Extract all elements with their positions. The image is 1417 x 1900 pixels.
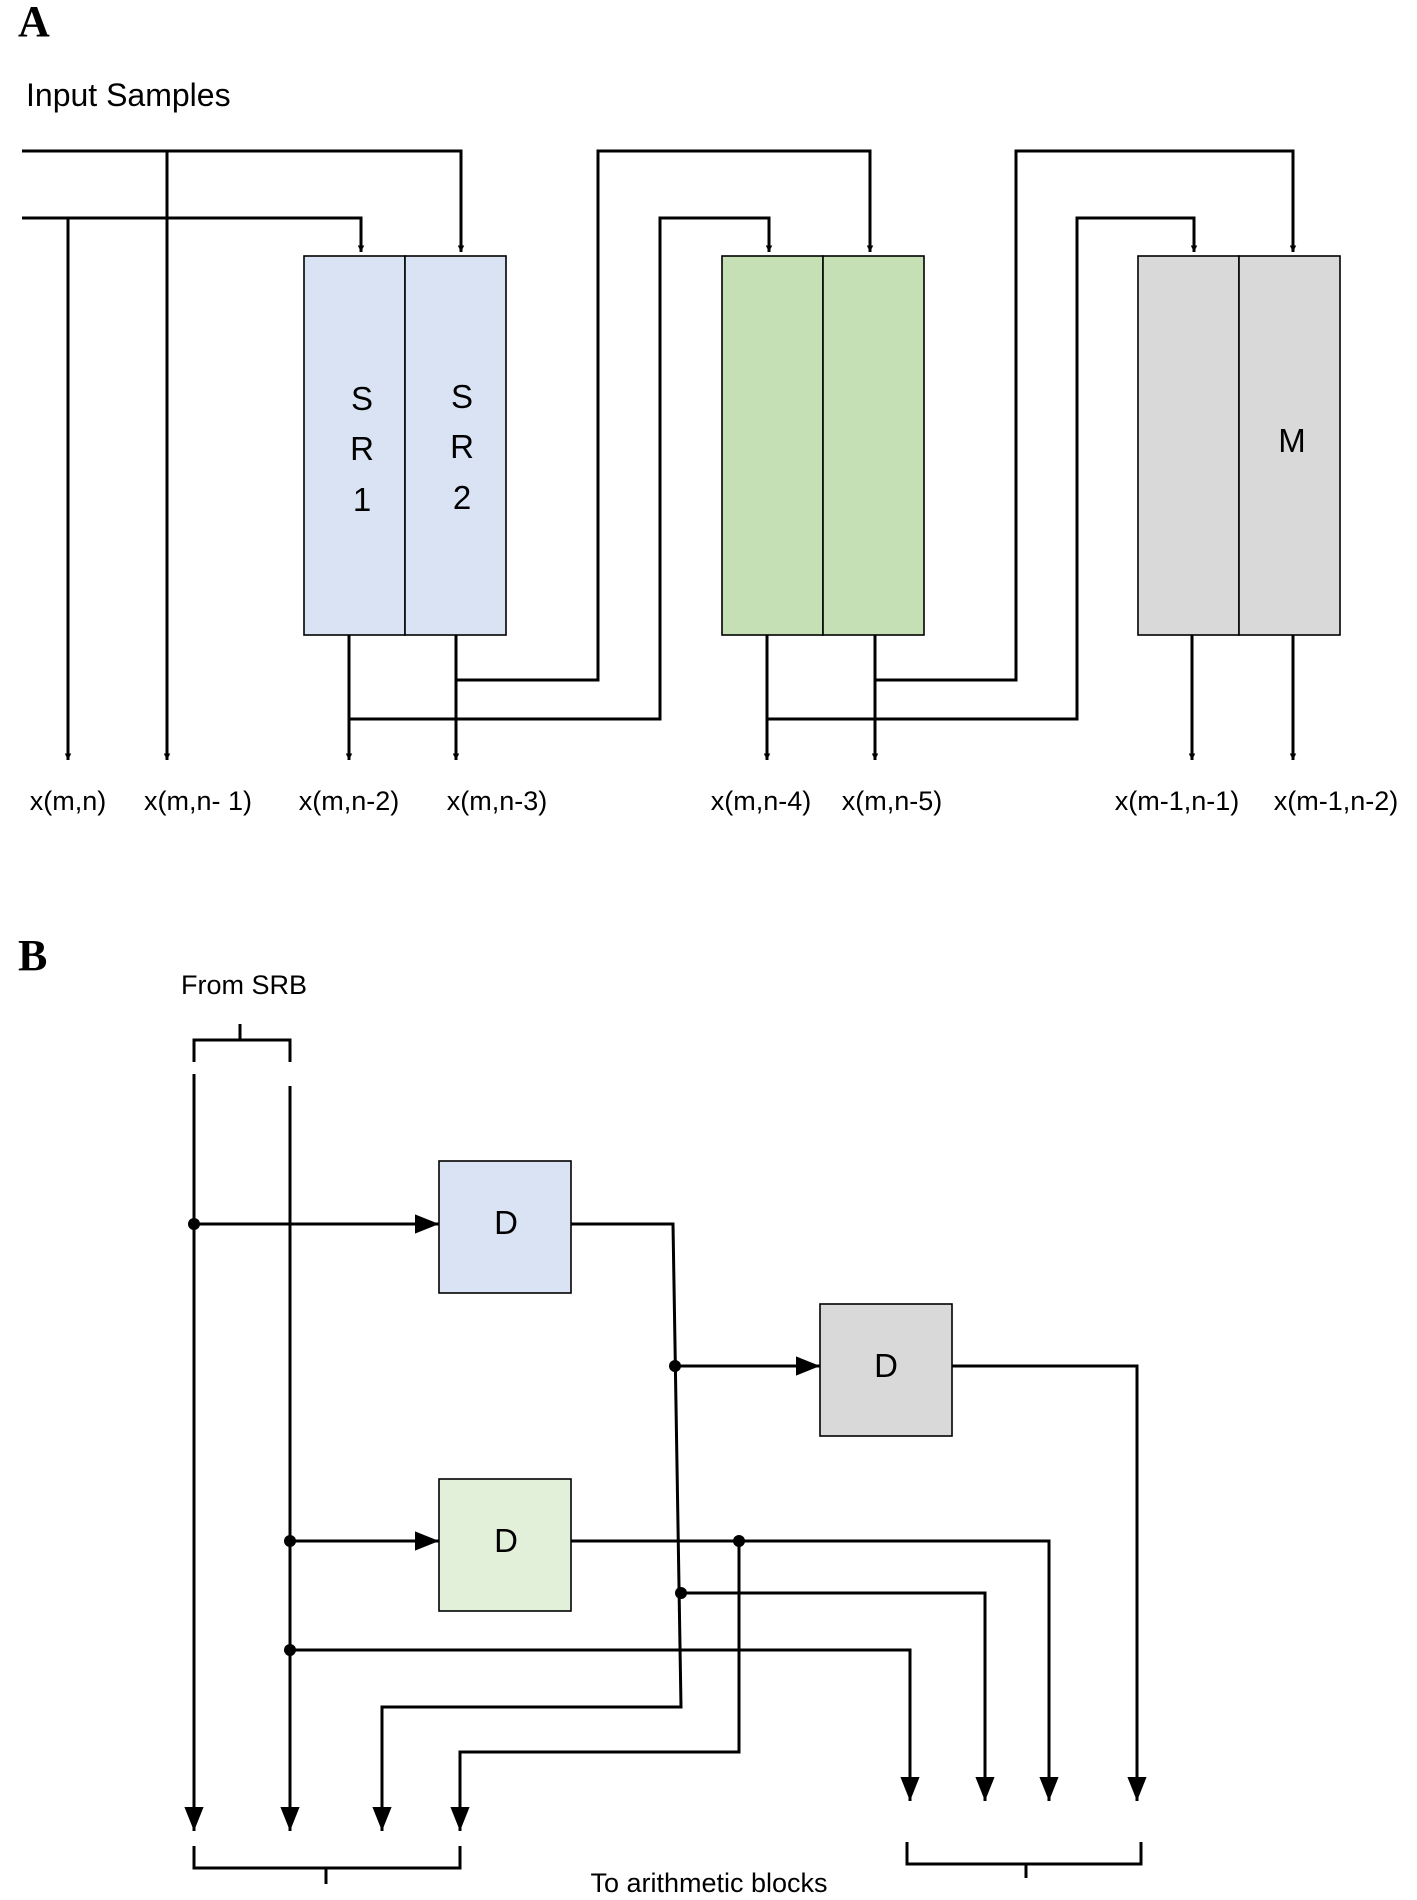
output-brace-right <box>905 1842 1143 1878</box>
from-srb-brace <box>192 1024 292 1062</box>
block-sr2 <box>404 255 507 636</box>
junction-dot <box>675 1587 687 1599</box>
block-gray-1 <box>1137 255 1240 636</box>
sr1-letter-2: R <box>350 430 374 467</box>
input-samples-title: Input Samples <box>26 77 231 113</box>
delay-label-gray: D <box>874 1347 898 1384</box>
delay-block-gray <box>819 1303 953 1437</box>
sr2-letter-3: 2 <box>453 479 471 516</box>
output-label-6: x(m,n-5) <box>842 786 943 816</box>
delay-block-blue <box>438 1160 572 1294</box>
sr1-letter-1: S <box>351 380 373 417</box>
sr1-letter-3: 1 <box>353 481 371 518</box>
block-sr1 <box>303 255 406 636</box>
gray-delay-output <box>952 1364 1147 1801</box>
junction-dot <box>284 1644 296 1656</box>
chain-sr2-to-green2 <box>456 149 874 682</box>
output-label-8: x(m-1,n-2) <box>1274 786 1399 816</box>
input-line-lower <box>22 216 365 252</box>
panel-b-label: B <box>18 931 47 980</box>
output-brace-left <box>192 1846 462 1884</box>
delay-label-blue: D <box>494 1204 518 1241</box>
column2-tap-right <box>290 1648 920 1801</box>
junction-dot <box>733 1535 745 1547</box>
from-srb-label: From SRB <box>181 970 307 1000</box>
delay-label-green: D <box>494 1522 518 1559</box>
blue-tap-right <box>681 1591 995 1801</box>
blue-delay-output <box>372 1222 683 1831</box>
block-m <box>1238 255 1341 636</box>
to-arithmetic-label: To arithmetic blocks <box>590 1868 827 1898</box>
delay-block-green <box>438 1478 572 1612</box>
junction-dot <box>188 1218 200 1230</box>
chain-green2-to-m <box>875 149 1297 682</box>
green-tap-left <box>450 1541 741 1831</box>
sr2-letter-2: R <box>450 428 474 465</box>
panel-a-label: A <box>18 0 50 46</box>
block-green-2 <box>822 255 925 636</box>
block-green-1 <box>721 255 824 636</box>
junction-dot <box>284 1535 296 1547</box>
junction-dot <box>669 1360 681 1372</box>
output-label-5: x(m,n-4) <box>711 786 812 816</box>
green-delay-output <box>571 1539 1059 1801</box>
chain-sr1-to-green1 <box>349 216 773 721</box>
sr2-letter-1: S <box>451 378 473 415</box>
input-line-upper <box>22 149 465 252</box>
output-label-3: x(m,n-2) <box>299 786 400 816</box>
output-label-2: x(m,n- 1) <box>144 786 252 816</box>
output-label-7: x(m-1,n-1) <box>1115 786 1240 816</box>
block-m-letter: M <box>1278 422 1306 459</box>
output-label-1: x(m,n) <box>30 786 107 816</box>
output-label-4: x(m,n-3) <box>447 786 548 816</box>
chain-green1-to-gray1 <box>767 216 1198 721</box>
